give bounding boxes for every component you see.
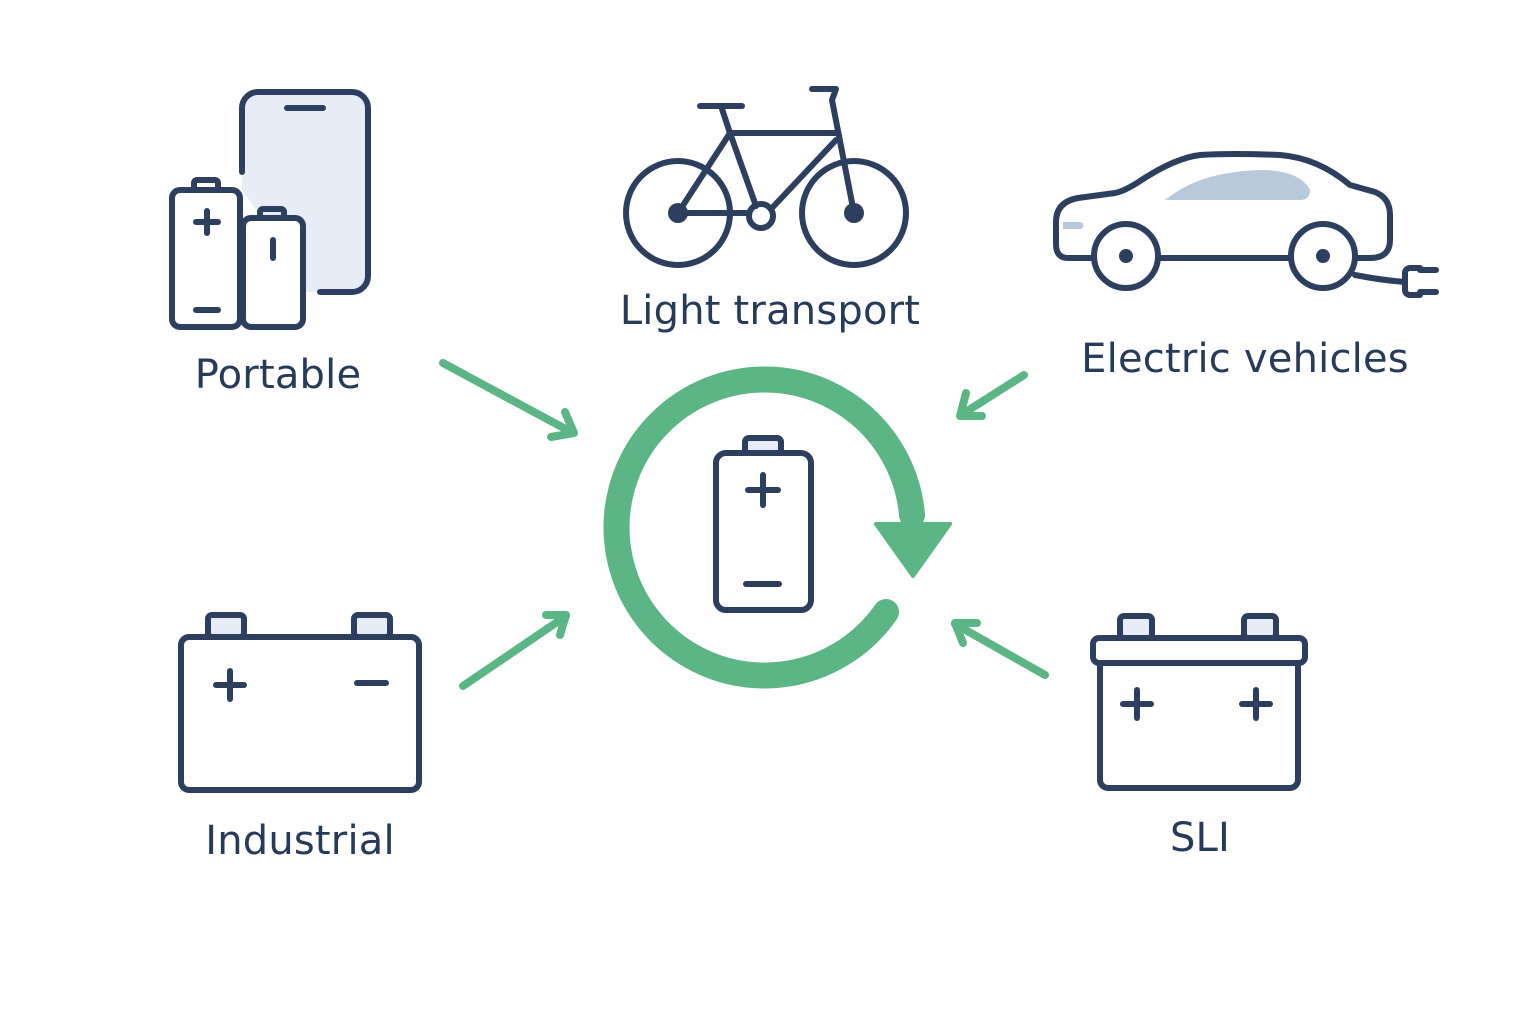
arrow-portable [439, 359, 578, 441]
label-industrial: Industrial [205, 818, 395, 864]
arrow-sli [951, 619, 1049, 679]
electric-car-icon [1053, 151, 1439, 298]
industrial-battery-icon [178, 612, 422, 793]
bicycle-icon [623, 86, 909, 268]
label-sli: SLI [1169, 815, 1231, 861]
battery-icon [713, 435, 814, 613]
label-electric-vehicles: Electric vehicles [1081, 336, 1409, 382]
phone-batteries-icon [169, 89, 371, 330]
car-battery-icon [1090, 613, 1308, 791]
label-portable: Portable [194, 352, 362, 398]
arrow-industrial [459, 611, 570, 690]
label-light-transport: Light transport [619, 288, 921, 334]
arrow-electric-vehicles [956, 371, 1028, 420]
recycle-loop-icon [603, 366, 952, 689]
